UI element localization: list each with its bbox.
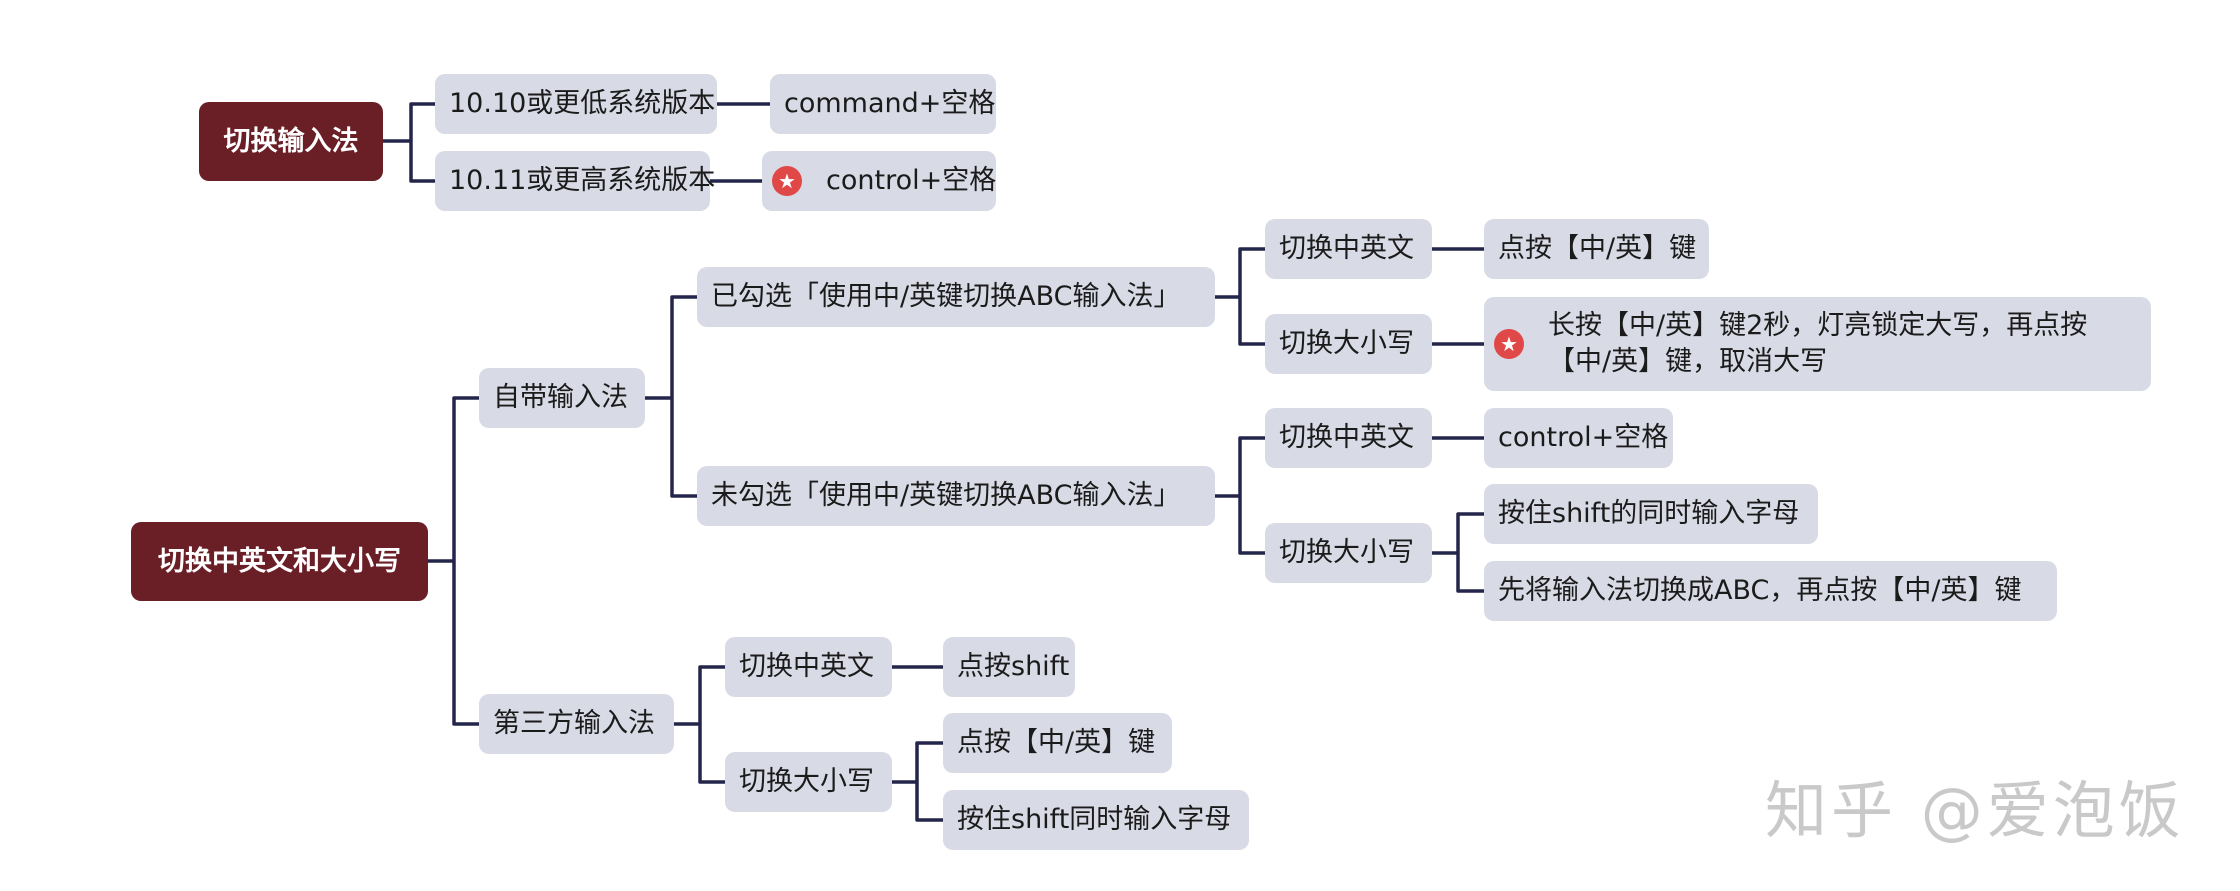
node-third-case-answer-1[interactable]: 点按【中/英】键 (943, 713, 1172, 773)
node-macos-10-11[interactable]: 10.11或更高系统版本 (435, 151, 715, 211)
node-macos-10-10[interactable]: 10.10或更低系统版本 (435, 74, 717, 134)
node-command-space[interactable]: command+空格 (770, 74, 996, 134)
node-checked-case-answer-label: 长按【中/英】键2秒，灯亮锁定大写，再点按【中/英】键，取消大写 (1548, 310, 2088, 377)
node-third-cn-en[interactable]: 切换中英文 (725, 637, 892, 697)
connector-builtin-branches (643, 295, 699, 498)
connector-unchecked-case-branches (1430, 512, 1486, 593)
node-third-party-input[interactable]: 第三方输入法 (479, 694, 674, 754)
star-icon: ★ (772, 166, 802, 196)
node-unchecked-option[interactable]: 未勾选「使用中/英键切换ABC输入法」 (697, 466, 1215, 526)
node-unchecked-case-answer-2[interactable]: 先将输入法切换成ABC，再点按【中/英】键 (1484, 561, 2057, 621)
star-icon: ★ (1494, 329, 1524, 359)
node-unchecked-cn-en[interactable]: 切换中英文 (1265, 408, 1432, 468)
node-unchecked-case[interactable]: 切换大小写 (1265, 523, 1432, 583)
connector-root1-branches (381, 102, 437, 183)
node-checked-cn-en-answer[interactable]: 点按【中/英】键 (1484, 219, 1709, 279)
node-checked-case-answer[interactable]: ★ 长按【中/英】键2秒，灯亮锁定大写，再点按【中/英】键，取消大写 (1484, 297, 2151, 391)
node-checked-case[interactable]: 切换大小写 (1265, 314, 1432, 374)
node-checked-option[interactable]: 已勾选「使用中/英键切换ABC输入法」 (697, 267, 1215, 327)
node-control-space-label: control+空格 (826, 165, 997, 196)
connector-third-case-branches (890, 741, 945, 822)
connector-third-branches (672, 665, 727, 784)
node-third-case[interactable]: 切换大小写 (725, 752, 892, 812)
connector-root2-branches (426, 396, 481, 726)
connector-checked-branches (1213, 247, 1267, 346)
node-third-cn-en-answer[interactable]: 点按shift (943, 637, 1075, 697)
node-unchecked-cn-en-answer[interactable]: control+空格 (1484, 408, 1673, 468)
node-builtin-input[interactable]: 自带输入法 (479, 368, 645, 428)
watermark: 知乎 @爱泡饭 (1765, 774, 2185, 847)
root-switch-cn-en-case[interactable]: 切换中英文和大小写 (131, 522, 428, 601)
node-control-space[interactable]: ★ control+空格 (762, 151, 996, 211)
connector-unchecked-branches (1213, 436, 1267, 555)
node-unchecked-case-answer-1[interactable]: 按住shift的同时输入字母 (1484, 484, 1818, 544)
root-switch-input-method[interactable]: 切换输入法 (199, 102, 383, 181)
node-checked-cn-en[interactable]: 切换中英文 (1265, 219, 1432, 279)
node-third-case-answer-2[interactable]: 按住shift同时输入字母 (943, 790, 1249, 850)
